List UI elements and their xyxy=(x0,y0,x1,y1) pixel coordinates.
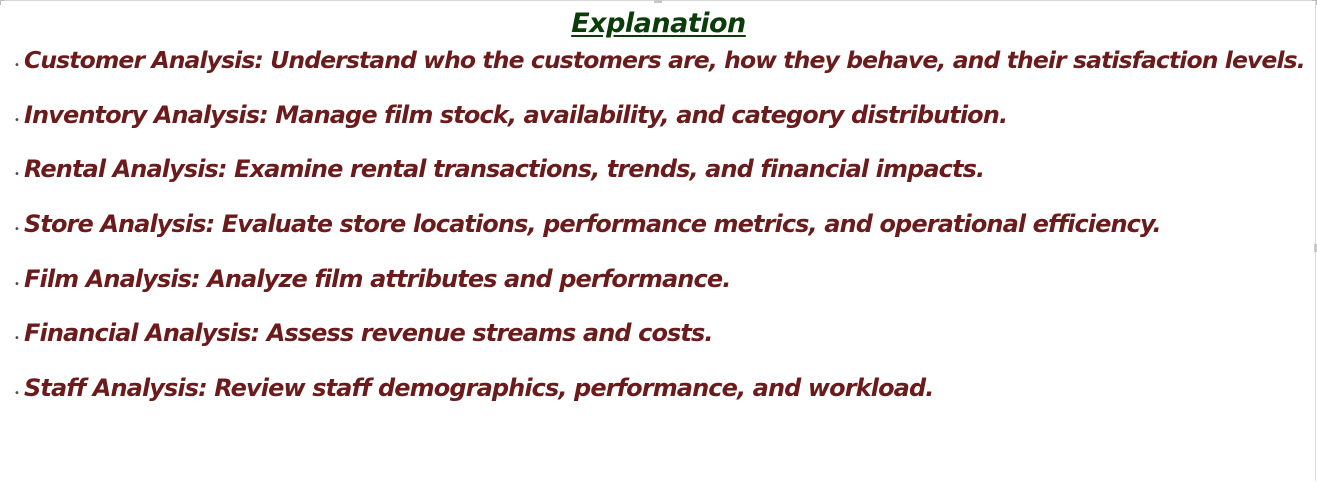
resize-handle-top-left[interactable] xyxy=(0,0,5,5)
bullet-icon: • xyxy=(14,114,20,126)
list-item: • Customer Analysis: Understand who the … xyxy=(14,46,1306,101)
resize-handle-middle-right[interactable] xyxy=(1314,244,1317,252)
list-item-text: Staff Analysis: Review staff demographic… xyxy=(24,374,934,403)
list-item: • Staff Analysis: Review staff demograph… xyxy=(14,374,1305,429)
bullet-icon: • xyxy=(14,60,20,71)
list-item: • Rental Analysis: Examine rental transa… xyxy=(14,155,1305,210)
list-item-text: Customer Analysis: Understand who the cu… xyxy=(24,46,1306,74)
page-title: Explanation xyxy=(571,8,746,39)
list-item-text: Inventory Analysis: Manage film stock, a… xyxy=(24,100,1008,129)
resize-handle-top-right[interactable] xyxy=(1312,0,1317,5)
explanation-list: • Customer Analysis: Understand who the … xyxy=(14,46,1306,429)
list-item: • Store Analysis: Evaluate store locatio… xyxy=(14,210,1305,265)
list-item-text: Financial Analysis: Assess revenue strea… xyxy=(24,319,713,348)
list-item: • Film Analysis: Analyze film attributes… xyxy=(14,265,1305,320)
bullet-icon: • xyxy=(14,169,20,181)
resize-handle-top-middle[interactable] xyxy=(654,0,662,3)
list-item: • Financial Analysis: Assess revenue str… xyxy=(14,319,1305,374)
bullet-icon: • xyxy=(14,278,20,290)
bullet-icon: • xyxy=(14,333,20,345)
list-item-text: Rental Analysis: Examine rental transact… xyxy=(24,155,985,184)
list-item-text: Store Analysis: Evaluate store locations… xyxy=(24,210,1162,239)
list-item-text: Film Analysis: Analyze film attributes a… xyxy=(24,264,731,293)
bullet-icon: • xyxy=(14,388,20,400)
bullet-icon: • xyxy=(14,224,20,236)
list-item: • Inventory Analysis: Manage film stock,… xyxy=(14,101,1305,156)
